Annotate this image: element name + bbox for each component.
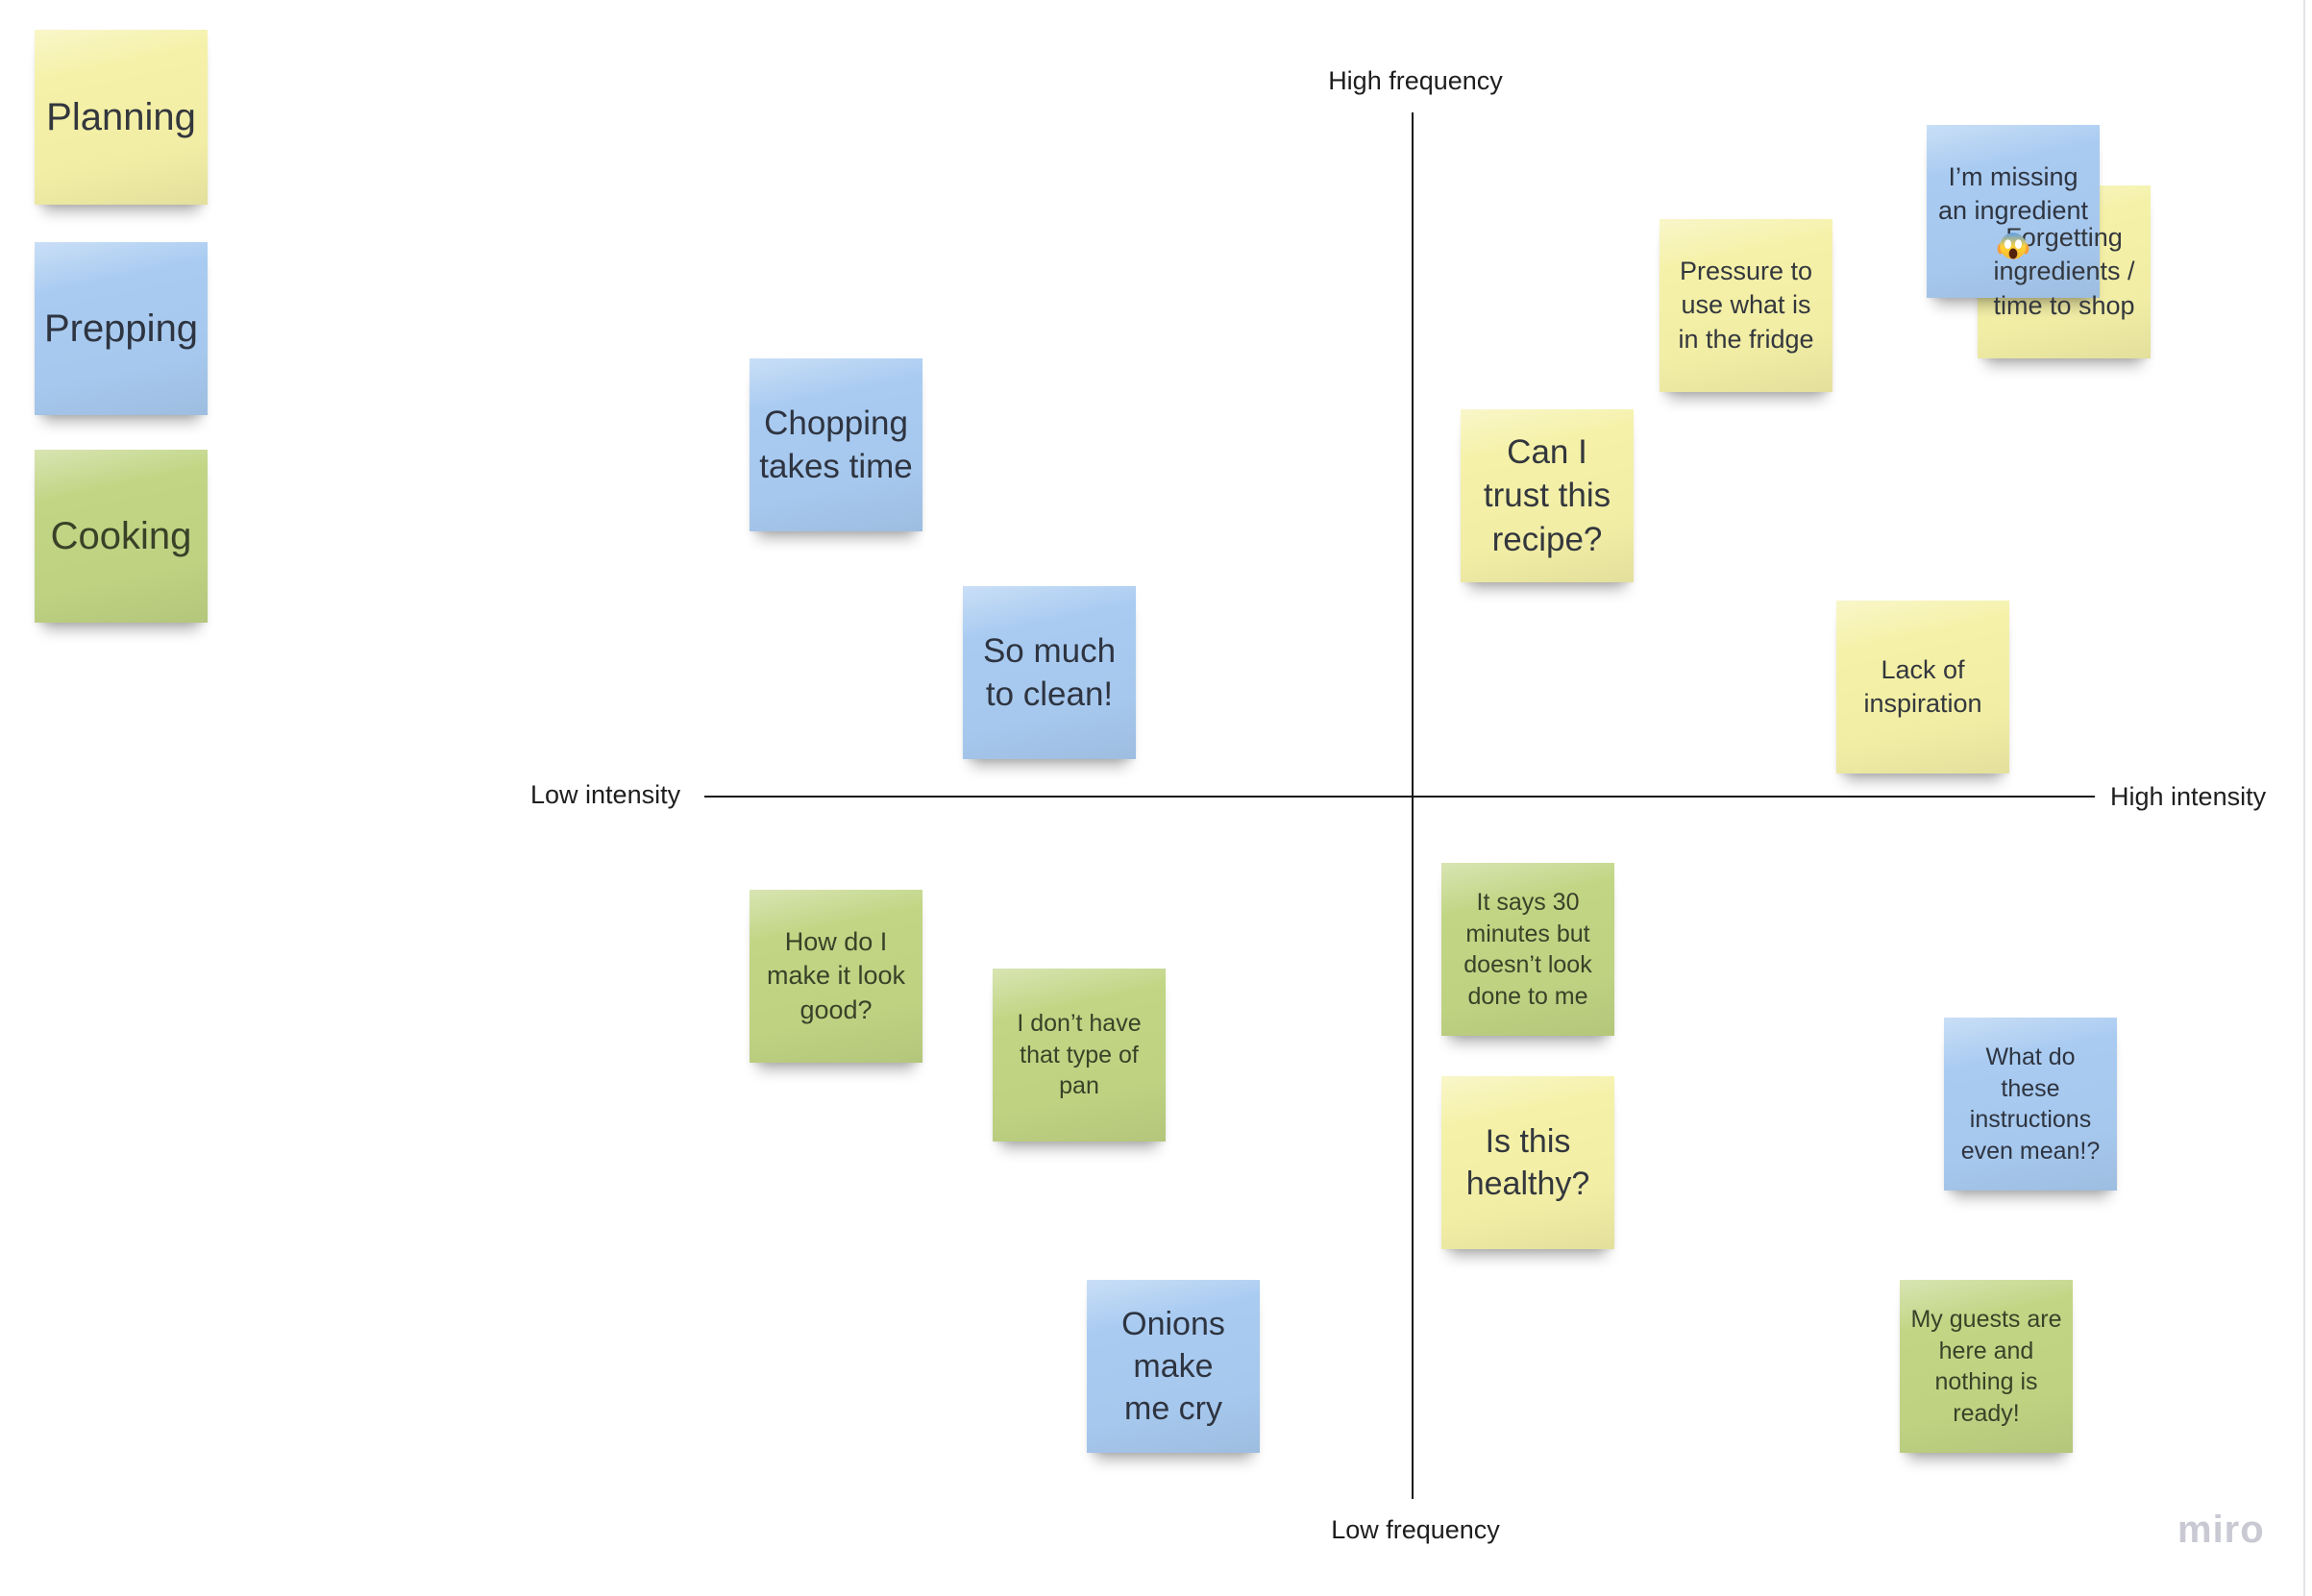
sticky-note-is-this-healthy[interactable]: Is this healthy? <box>1441 1076 1614 1249</box>
legend-note-cooking[interactable]: Cooking <box>35 450 208 623</box>
axis-label-high-frequency: High frequency <box>1328 66 1503 95</box>
legend-note-prepping-label: Prepping <box>43 307 199 350</box>
sticky-note-instructions-even-mean[interactable]: What do these instructions even mean!? <box>1944 1018 2117 1191</box>
sticky-note-text: I don’t have that type of pan <box>1017 1010 1142 1100</box>
sticky-note-text: Pressure to use what is in the fridge <box>1678 257 1814 354</box>
sticky-note-make-it-look-good[interactable]: How do I make it look good? <box>750 890 922 1063</box>
sticky-note-onions-make-me-cry[interactable]: Onions make me cry <box>1087 1280 1260 1453</box>
sticky-note-text: I’m missing an ingredient <box>1937 161 2089 225</box>
sticky-note-text: What do these instructions even mean!? <box>1960 1044 2101 1165</box>
sticky-note-chopping-takes-time[interactable]: Chopping takes time <box>750 358 922 531</box>
vertical-axis-line <box>1412 112 1414 1499</box>
sticky-note-lack-of-inspiration[interactable]: Lack of inspiration <box>1836 601 2009 773</box>
screaming-emoji-icon <box>1997 233 2029 259</box>
axis-label-low-frequency: Low frequency <box>1331 1515 1500 1544</box>
sticky-note-text: My guests are here and nothing is ready! <box>1910 1306 2062 1427</box>
sticky-note-text: Is this healthy? <box>1465 1122 1590 1202</box>
sticky-note-text: It says 30 minutes but doesn’t look done… <box>1463 889 1592 1010</box>
axis-label-low-intensity: Low intensity <box>530 780 681 809</box>
sticky-note-pressure-to-use-fridge[interactable]: Pressure to use what is in the fridge <box>1660 219 1832 392</box>
miro-logo: miro <box>2177 1509 2265 1551</box>
sticky-note-so-much-to-clean[interactable]: So much to clean! <box>963 586 1136 759</box>
sticky-note-missing-ingredient[interactable]: I’m missing an ingredient <box>1927 125 2100 298</box>
sticky-note-text: How do I make it look good? <box>766 927 906 1024</box>
sticky-note-text: Forgetting ingredients / time to shop <box>1993 223 2135 320</box>
sticky-note-can-i-trust-recipe[interactable]: Can I trust this recipe? <box>1461 409 1634 582</box>
sticky-note-30-minutes-not-done[interactable]: It says 30 minutes but doesn’t look done… <box>1441 863 1614 1036</box>
sticky-note-text: Can I trust this recipe? <box>1483 432 1611 558</box>
horizontal-axis-line <box>704 796 2095 798</box>
sticky-note-text: Chopping takes time <box>759 404 913 486</box>
legend-note-cooking-label: Cooking <box>50 515 192 557</box>
legend-note-prepping[interactable]: Prepping <box>35 242 208 415</box>
sticky-note-text: Onions make me cry <box>1121 1305 1225 1428</box>
axis-label-high-intensity: High intensity <box>2110 782 2267 811</box>
sticky-note-guests-nothing-ready[interactable]: My guests are here and nothing is ready! <box>1900 1280 2073 1453</box>
sticky-note-text: So much to clean! <box>982 631 1117 714</box>
legend-note-planning-label: Planning <box>46 96 196 138</box>
sticky-note-type-of-pan[interactable]: I don’t have that type of pan <box>993 969 1166 1142</box>
sticky-note-text: Lack of inspiration <box>1863 654 1982 718</box>
legend-note-planning[interactable]: Planning <box>35 30 208 205</box>
board-right-edge <box>2303 0 2305 1596</box>
